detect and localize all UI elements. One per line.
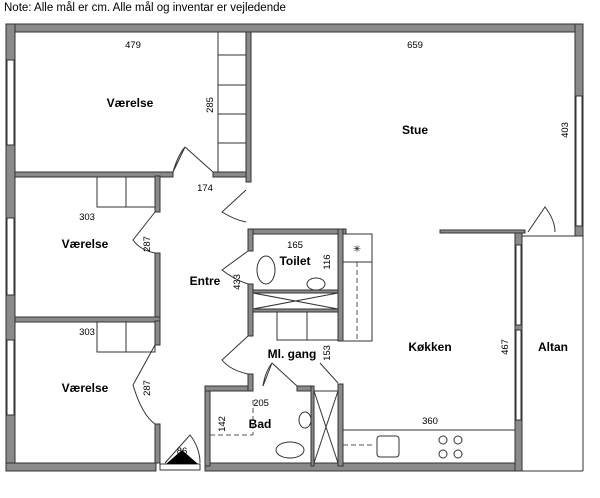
dim-hall-width: 174 — [197, 183, 213, 194]
room-label-koekken: Køkken — [408, 340, 451, 354]
room-label-entre: Entre — [190, 274, 221, 288]
room-label-altan: Altan — [538, 340, 568, 354]
dim-ml-gang-depth: 153 — [322, 345, 333, 361]
plan-note: Note: Alle mål er cm. Alle mål og invent… — [4, 2, 286, 14]
windows — [6, 59, 583, 471]
dim-entrance-door: 86 — [177, 446, 188, 457]
dim-vaerelse-3-depth: 287 — [142, 380, 153, 396]
room-label-toilet: Toilet — [279, 254, 310, 268]
dim-vaerelse-1-width: 479 — [125, 40, 141, 51]
dim-bad-width: 205 — [253, 398, 269, 409]
fixtures: ✳ — [96, 31, 584, 472]
dim-toilet-depth: 116 — [322, 254, 333, 269]
dim-entre-depth: 433 — [232, 274, 243, 290]
room-labels: Værelse 479 285 Stue 659 403 174 303 Vær… — [62, 40, 571, 457]
dim-koekken-width: 360 — [422, 416, 438, 427]
dim-vaerelse-3-width: 303 — [79, 327, 95, 338]
room-label-bad: Bad — [249, 417, 272, 431]
room-label-vaerelse-1: Værelse — [107, 96, 154, 110]
dim-vaerelse-2-depth: 287 — [142, 236, 153, 252]
dim-toilet-width: 165 — [287, 240, 303, 251]
room-label-ml-gang: Ml. gang — [268, 347, 317, 361]
entrance-marker-icon — [166, 450, 198, 464]
dim-stue-width: 659 — [407, 40, 423, 51]
dim-koekken-depth: 467 — [500, 339, 511, 355]
svg-text:✳: ✳ — [353, 244, 361, 255]
dim-stue-depth: 403 — [560, 122, 571, 138]
room-label-stue: Stue — [402, 123, 428, 137]
dim-vaerelse-2-width: 303 — [79, 212, 95, 223]
dim-vaerelse-1-depth: 285 — [205, 97, 216, 113]
room-label-vaerelse-3: Værelse — [62, 381, 109, 395]
dim-bad-depth: 142 — [217, 416, 228, 432]
room-label-vaerelse-2: Værelse — [62, 237, 109, 251]
